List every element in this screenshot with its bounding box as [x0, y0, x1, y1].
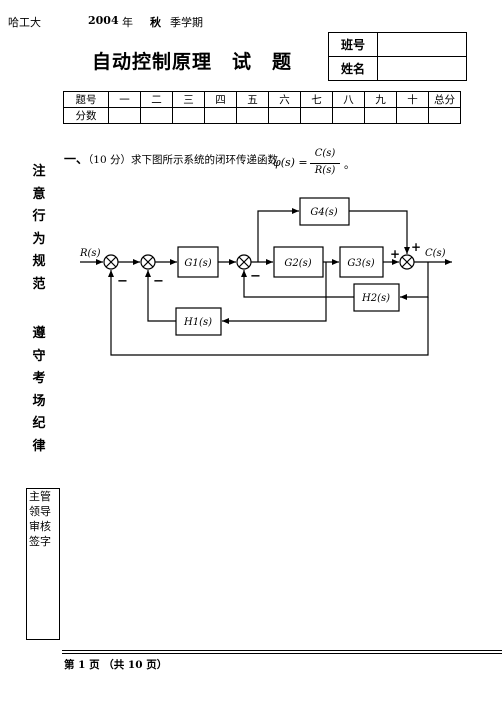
- question-number: 一、: [64, 152, 89, 166]
- summing-junction-3: [236, 254, 252, 270]
- score-cell[interactable]: [428, 107, 461, 124]
- summing-junction-4: [399, 254, 415, 270]
- year-char: 年: [122, 16, 133, 29]
- page-number: 第 1 页 （共 10 页）: [64, 659, 168, 671]
- question-points: （10 分）: [88, 154, 131, 166]
- label-g4: G4(s): [310, 207, 337, 218]
- sign-minus-3: −: [250, 269, 261, 284]
- footer-rule-2: [62, 653, 502, 654]
- sign-plus-2: +: [411, 240, 421, 254]
- year: 2004: [88, 14, 119, 27]
- class-label: 班号: [328, 32, 378, 57]
- name-field[interactable]: [377, 56, 467, 81]
- label-g2: G2(s): [284, 258, 311, 269]
- class-field[interactable]: [377, 32, 467, 57]
- exam-title: 自动控制原理 试 题: [92, 51, 293, 73]
- footer-rule: [62, 650, 502, 651]
- fraction-bar: [310, 163, 340, 164]
- label-h1: H1(s): [183, 317, 212, 328]
- score-table: 题号 一 二 三 四 五 六 七 八 九 十 总分 分数: [63, 91, 461, 124]
- label-g3: G3(s): [347, 258, 374, 269]
- question-1: 一、（10 分）求下图所示系统的闭环传递函数: [64, 150, 278, 167]
- question-text: 求下图所示系统的闭环传递函数: [130, 154, 278, 166]
- score-table-score-row: 分数: [63, 107, 461, 124]
- formula-lhs: φ(s) =: [273, 156, 308, 169]
- summing-junction-2: [140, 254, 156, 270]
- sign-minus-1: −: [117, 274, 128, 289]
- formula-denominator: R(s): [314, 165, 336, 176]
- side-notice-discipline: 遵 守 考 场 纪 律: [32, 326, 46, 454]
- label-h2: H2(s): [361, 293, 390, 304]
- formula-period: 。: [344, 158, 355, 171]
- school-name: 哈工大: [8, 16, 41, 29]
- summing-junction-1: [103, 254, 119, 270]
- input-label: R(s): [79, 248, 101, 259]
- student-id-table: 班号 姓名: [328, 32, 467, 81]
- sign-minus-2: −: [153, 274, 164, 289]
- label-g1: G1(s): [184, 258, 211, 269]
- formula-numerator: C(s): [314, 148, 336, 159]
- side-notice-behavior: 注 意 行 为 规 范: [32, 164, 46, 292]
- output-label: C(s): [425, 248, 446, 259]
- season: 秋: [150, 16, 161, 29]
- semester: 季学期: [170, 16, 203, 29]
- sign-plus-1: +: [390, 247, 400, 261]
- approval-signature-box[interactable]: 主管 领导 审核 签字: [26, 488, 60, 640]
